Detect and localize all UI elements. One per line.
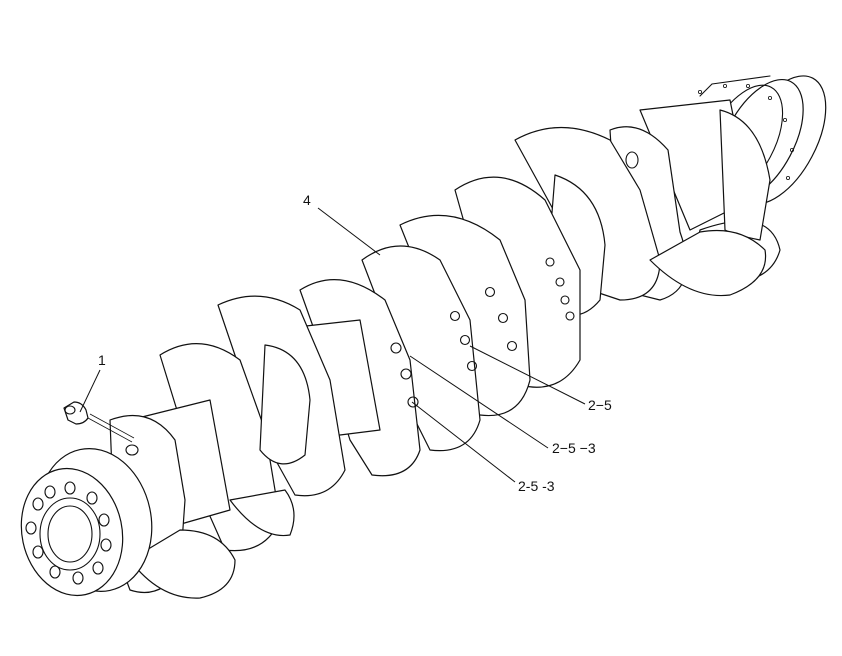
leader-2-5-3a <box>409 355 549 449</box>
lower-lobes <box>129 229 767 599</box>
front-nose <box>20 448 153 597</box>
leader-4 <box>317 207 381 256</box>
callout-2-5: 2−5 <box>588 397 612 413</box>
callout-1: 1 <box>98 352 106 368</box>
callout-2-5-3-upper: 2−5 −3 <box>552 440 596 456</box>
leader-1 <box>79 369 101 413</box>
leader-2-5 <box>469 345 586 405</box>
callout-2-5-3-lower: 2-5 -3 <box>518 478 555 494</box>
leader-lines <box>79 207 586 483</box>
crankshaft-body <box>109 75 827 599</box>
leader-2-5-3b <box>411 401 516 483</box>
bolt-holes <box>25 481 112 585</box>
callout-labels: 1 4 2−5 2−5 −3 2-5 -3 <box>98 192 612 494</box>
counterweight-4 <box>361 214 531 452</box>
callout-4: 4 <box>303 192 311 208</box>
